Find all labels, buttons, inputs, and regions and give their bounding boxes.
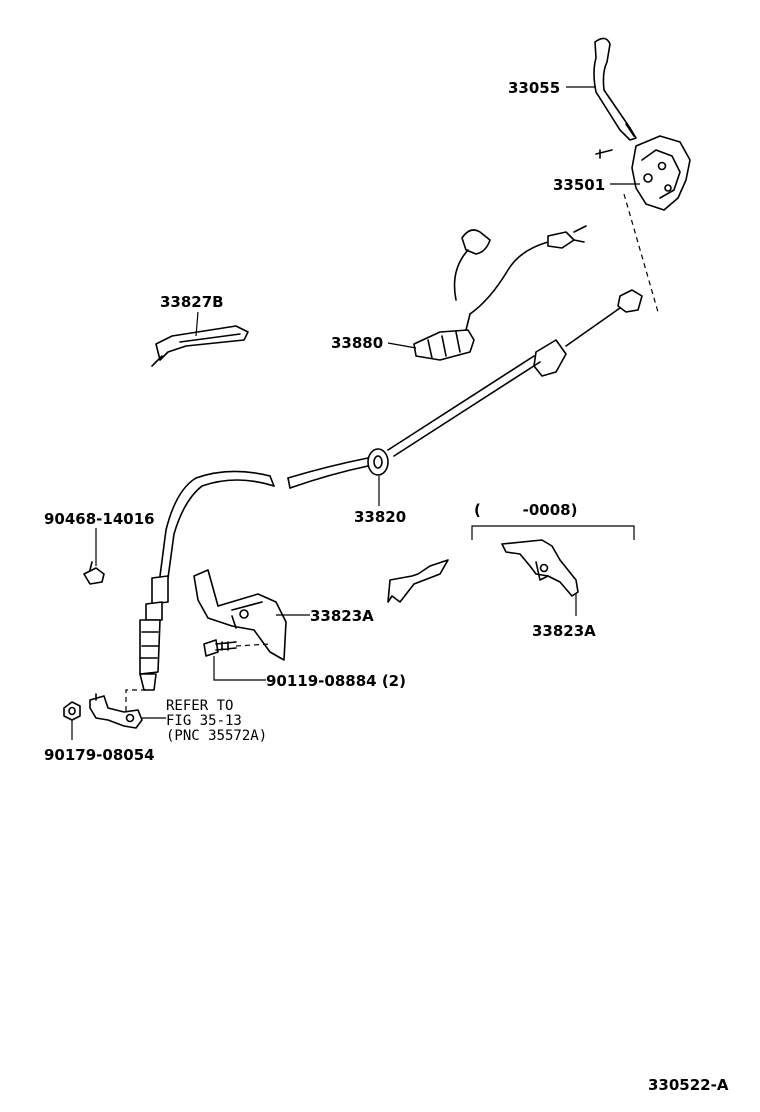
range-note: ( -0008): [474, 501, 577, 519]
range-bracket: [471, 525, 635, 540]
clip-part: [83, 561, 105, 585]
cable-bracket-part-left: [193, 569, 287, 661]
refer-note-line3: (PNC 35572A): [166, 728, 267, 744]
figure-id: 330522-A: [648, 1076, 729, 1094]
bolt-part: [203, 639, 237, 657]
shift-lever-retainer-part: [595, 135, 691, 211]
leader-90119: [213, 656, 266, 681]
label-33820: 33820: [354, 508, 406, 526]
label-33880: 33880: [331, 334, 383, 352]
label-33055: 33055: [508, 79, 560, 97]
control-cable-part: [125, 289, 643, 712]
cable-bracket-part-right: [501, 539, 579, 597]
cable-clip-part: [151, 325, 249, 367]
wire-harness-part: [413, 225, 587, 361]
shift-lever-part: [593, 37, 637, 141]
bolt-dashed-line: [235, 643, 271, 647]
view-direction-arrow: [387, 559, 449, 603]
leader-33827B: [195, 311, 199, 337]
nut-part: [63, 701, 81, 721]
assembly-dashed-line: [623, 193, 659, 313]
label-33827B: 33827B: [160, 293, 224, 311]
refer-note-line2: FIG 35-13: [166, 713, 242, 729]
leader-33880: [387, 342, 417, 349]
label-90468: 90468-14016: [44, 510, 155, 528]
label-33501: 33501: [553, 176, 605, 194]
label-90179: 90179-08054: [44, 746, 155, 764]
refer-note-line1: REFER TO: [166, 698, 233, 714]
label-33823A-right: 33823A: [532, 622, 596, 640]
label-90119: 90119-08884 (2): [266, 672, 406, 690]
transmission-lever-part: [89, 693, 143, 729]
label-33823A-left: 33823A: [310, 607, 374, 625]
